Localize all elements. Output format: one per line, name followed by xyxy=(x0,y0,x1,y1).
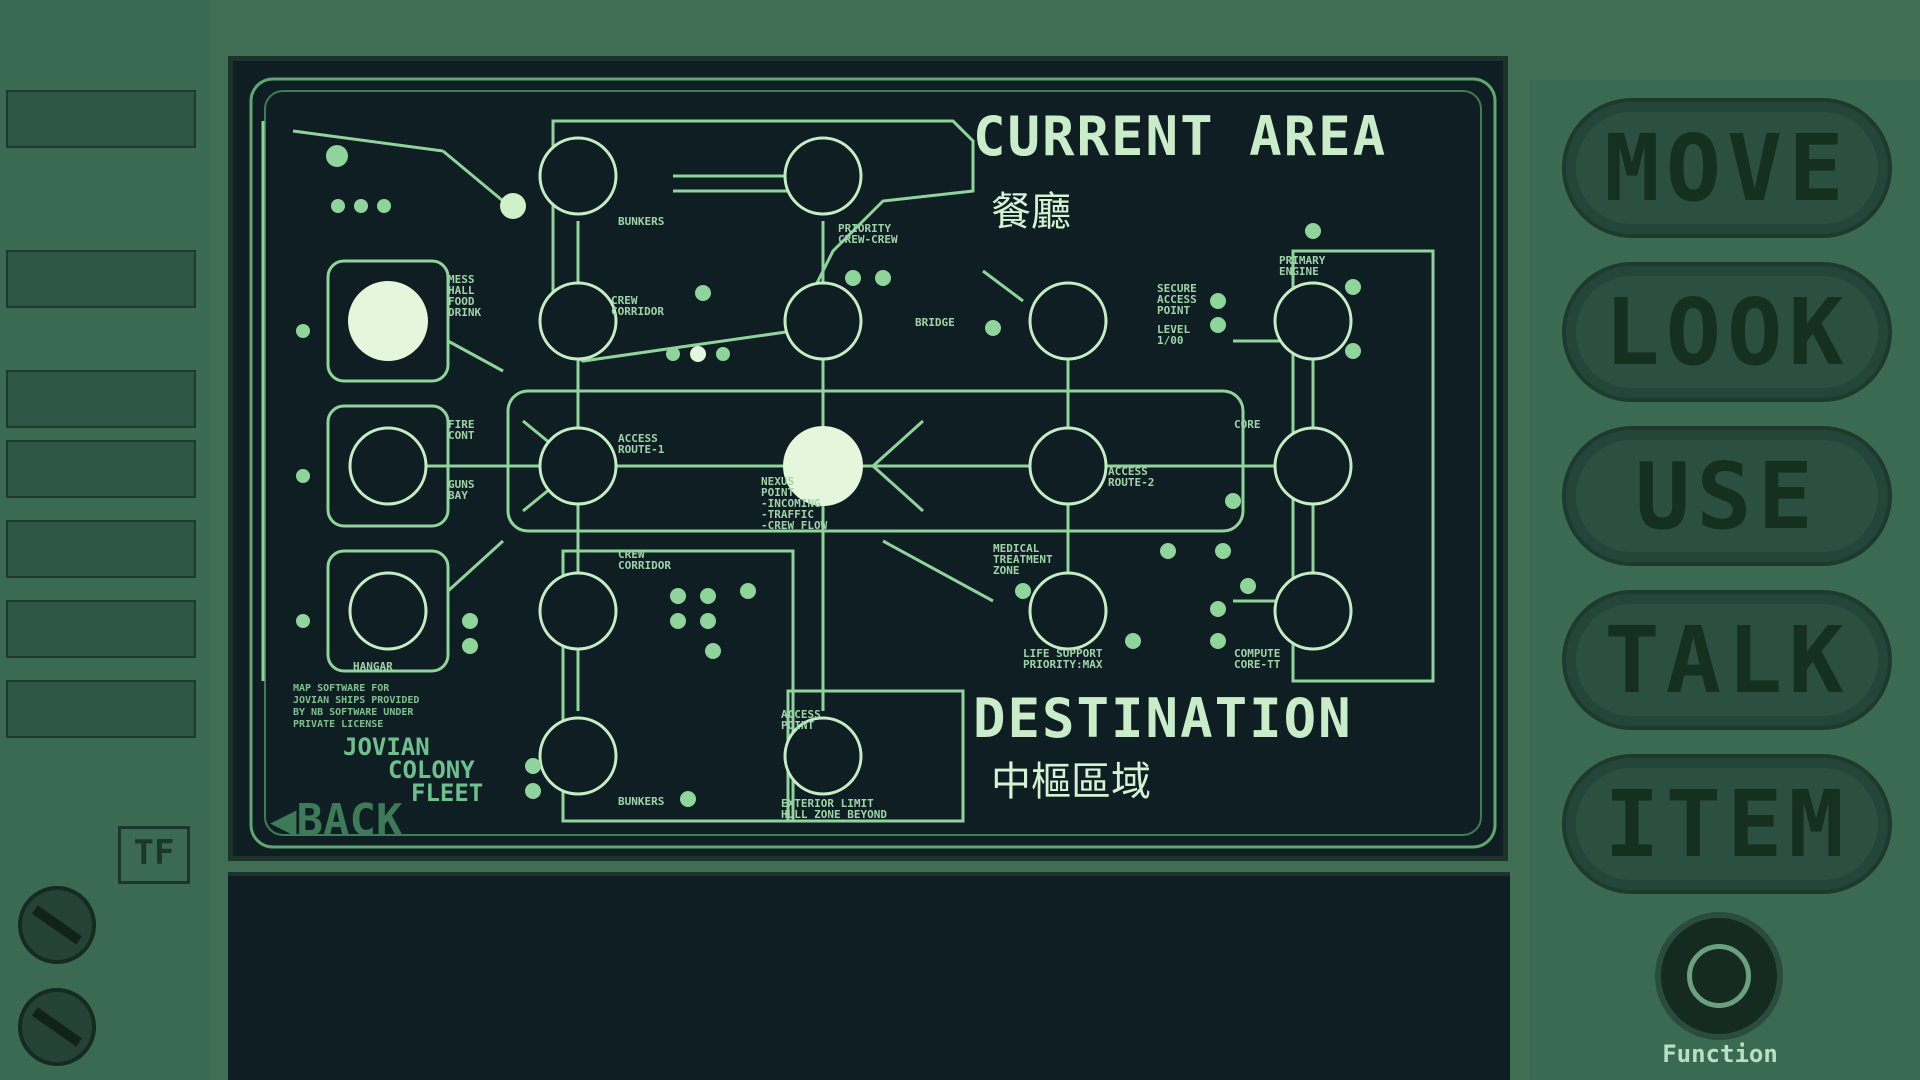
back-arrow-icon: ◀ xyxy=(270,795,297,846)
current-location-node xyxy=(348,281,428,361)
label-life-support: LIFE SUPPORT PRIORITY:MAX xyxy=(1023,647,1103,671)
label-compute-core: COMPUTE CORE-TT xyxy=(1234,647,1281,671)
label-access-route-1: ACCESS ROUTE-1 xyxy=(618,432,665,456)
label-bridge: BRIDGE xyxy=(915,316,955,329)
brand-jovian: JOVIAN xyxy=(343,733,430,761)
item-button[interactable]: ITEM xyxy=(1562,754,1892,894)
label-bunkers-bottom: BUNKERS xyxy=(618,795,665,808)
panel-slat xyxy=(6,440,196,498)
label-mess-hall: MESS HALL FOOD DRINK xyxy=(448,273,482,319)
panel-slat xyxy=(6,520,196,578)
back-label: BACK xyxy=(296,795,403,846)
label-core: CORE xyxy=(1234,418,1261,431)
label-secure-access: SECURE ACCESS POINT xyxy=(1157,282,1197,317)
function-button[interactable] xyxy=(1655,912,1783,1040)
dialogue-panel xyxy=(228,872,1510,1080)
ship-map-screen: CURRENT AREA 餐廳 DESTINATION 中樞區域 BUNKERS… xyxy=(228,56,1508,861)
label-hangar: HANGAR xyxy=(353,660,393,673)
back-button[interactable]: ◀BACK xyxy=(270,795,402,846)
label-nexus-point: NEXUS POINT -INCOMING -TRAFFIC -CREW FLO… xyxy=(761,475,828,532)
label-priority-crew: PRIORITY CREW-CREW xyxy=(838,222,898,246)
label-primary-engine: PRIMARY ENGINE xyxy=(1279,254,1326,278)
destination-heading: DESTINATION xyxy=(973,687,1353,750)
label-crew-corridor-bottom: CREW CORRIDOR xyxy=(618,548,671,572)
use-button[interactable]: USE xyxy=(1562,426,1892,566)
label-gun-bay: GUNS BAY xyxy=(448,478,475,502)
panel-slat xyxy=(6,250,196,308)
move-button[interactable]: MOVE xyxy=(1562,98,1892,238)
panel-slat xyxy=(6,680,196,738)
brand-colony: COLONY xyxy=(388,756,475,784)
destination-node xyxy=(783,426,863,506)
label-access-route-2: ACCESS ROUTE-2 xyxy=(1108,465,1155,489)
current-area-value: 餐廳 xyxy=(991,189,1071,235)
label-bunkers-top: BUNKERS xyxy=(618,215,665,228)
look-button[interactable]: LOOK xyxy=(1562,262,1892,402)
panel-slat xyxy=(6,370,196,428)
ship-map xyxy=(249,77,1497,849)
tf-logo: TF xyxy=(118,826,190,884)
brand-fleet: FLEET xyxy=(411,779,484,807)
label-fire-control: FIRE CONT xyxy=(448,418,475,442)
license-text: MAP SOFTWARE FOR JOVIAN SHIPS PROVIDED B… xyxy=(293,683,420,730)
label-access-point: ACCESS POINT xyxy=(781,708,821,732)
label-exterior-limit: EXTERIOR LIMIT HULL ZONE BEYOND xyxy=(781,797,887,821)
function-label: Function xyxy=(1662,1040,1778,1068)
function-icon xyxy=(1687,944,1751,1008)
bolt-icon xyxy=(18,886,96,964)
label-level-clearance: LEVEL 1/00 xyxy=(1157,323,1191,347)
panel-slat xyxy=(6,90,196,148)
bolt-icon xyxy=(18,988,96,1066)
left-side-panel: TF xyxy=(0,0,210,1080)
talk-button[interactable]: TALK xyxy=(1562,590,1892,730)
panel-slat xyxy=(6,600,196,658)
current-area-heading: CURRENT AREA xyxy=(973,105,1388,168)
destination-value: 中樞區域 xyxy=(991,759,1151,805)
label-medical: MEDICAL TREATMENT ZONE xyxy=(993,542,1053,577)
label-crew-corridor-top: CREW CORRIDOR xyxy=(611,294,664,318)
